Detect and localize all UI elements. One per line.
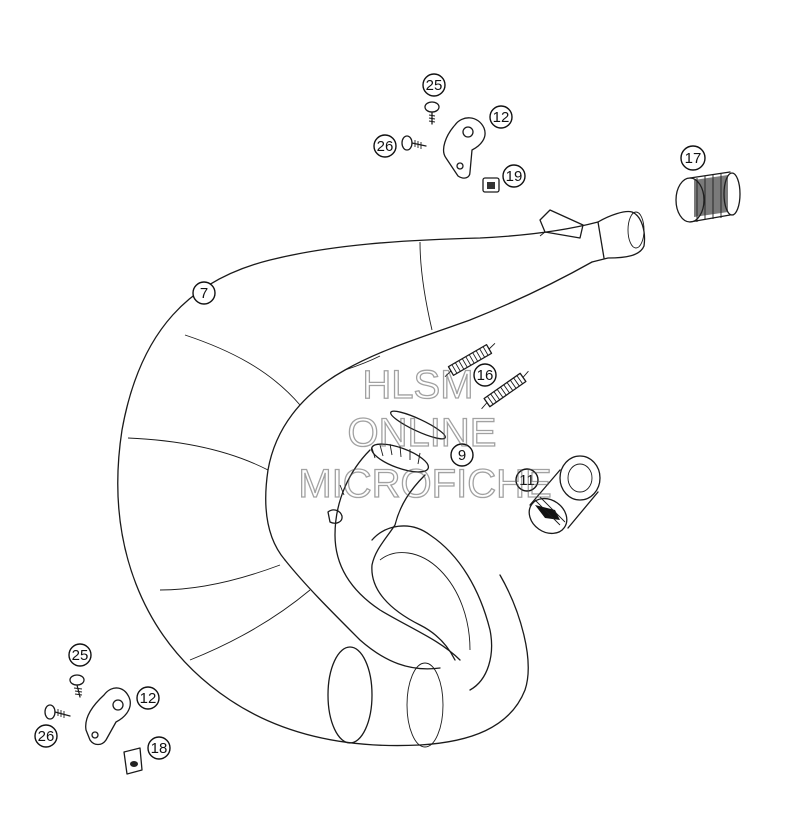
callout-label: 12 bbox=[493, 109, 510, 126]
clip-nut-18 bbox=[123, 747, 143, 775]
callout-label: 17 bbox=[685, 150, 702, 167]
callout-7: 7 bbox=[192, 281, 216, 305]
screw-26-top bbox=[401, 135, 427, 151]
top-bracket-group bbox=[401, 101, 500, 193]
rubber-sleeve bbox=[675, 171, 741, 223]
callout-label: 19 bbox=[506, 168, 523, 185]
screw-25-bottom bbox=[69, 674, 85, 698]
callout-label: 9 bbox=[458, 447, 466, 464]
callout-label: 25 bbox=[72, 647, 89, 664]
callout-12-top: 12 bbox=[489, 105, 513, 129]
bottom-bracket-group bbox=[44, 674, 143, 775]
clip-nut-19 bbox=[482, 177, 500, 193]
callout-12-bottom: 12 bbox=[136, 686, 160, 710]
callout-16: 16 bbox=[473, 363, 497, 387]
callout-26-bottom: 26 bbox=[34, 724, 58, 748]
callout-11: 11 bbox=[515, 468, 539, 492]
sleeve-part bbox=[528, 455, 601, 535]
watermark-line-3: MICROFICHE bbox=[298, 462, 551, 506]
screw-26-bottom bbox=[44, 704, 71, 720]
callout-17: 17 bbox=[680, 145, 706, 171]
callout-18: 18 bbox=[147, 736, 171, 760]
callout-25-top: 25 bbox=[422, 73, 446, 97]
callout-label: 11 bbox=[519, 472, 535, 489]
callout-label: 18 bbox=[151, 740, 168, 757]
callout-label: 26 bbox=[377, 138, 394, 155]
exhaust-pipe bbox=[117, 209, 646, 748]
callout-9: 9 bbox=[450, 443, 474, 467]
spring-parts bbox=[444, 342, 529, 410]
watermark-line-1: HLSM bbox=[362, 363, 473, 407]
callout-label: 12 bbox=[140, 690, 157, 707]
o-ring bbox=[390, 410, 446, 440]
screw-25-top bbox=[424, 101, 440, 125]
watermark-line-2: ONLINE bbox=[348, 411, 497, 455]
callout-label: 16 bbox=[477, 367, 494, 384]
callout-19: 19 bbox=[502, 164, 526, 188]
callout-25-bottom: 25 bbox=[68, 643, 92, 667]
callout-label: 25 bbox=[426, 77, 443, 94]
callout-label: 7 bbox=[200, 285, 208, 302]
watermark: HLSM ONLINE MICROFICHE bbox=[298, 362, 553, 506]
callout-26-top: 26 bbox=[373, 134, 397, 158]
callout-label: 26 bbox=[38, 728, 55, 745]
